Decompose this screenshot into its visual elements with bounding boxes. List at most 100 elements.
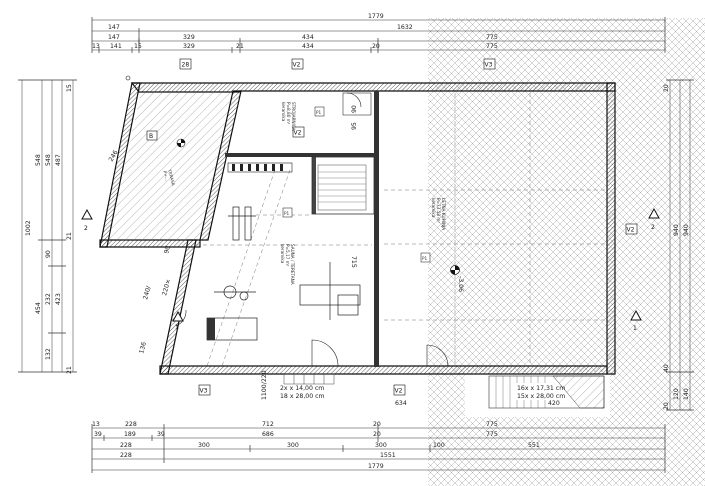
top-dim-r3-3: 775 — [486, 34, 498, 41]
room-tag-box-gym — [282, 207, 293, 218]
svg-text:STROJARNICA: STROJARNICA — [291, 102, 296, 131]
svg-text:SAUNA / TERETANA: SAUNA / TERETANA — [290, 244, 295, 285]
sheet-tag-3: V2 — [294, 130, 302, 137]
bot-dim-r5-0: 1779 — [368, 463, 384, 470]
left-dim-b1: 454 — [35, 302, 42, 314]
sauna-stair — [317, 164, 367, 211]
room-label-machine-room: STROJARNICA P=8,80 m² keramika — [281, 102, 296, 131]
svg-text:2: 2 — [84, 225, 88, 232]
bot-dim-r1-2: 712 — [262, 421, 274, 428]
svg-text:TERASA: TERASA — [167, 168, 176, 186]
svg-text:P=8,80 m²: P=8,80 m² — [286, 102, 291, 125]
room-tag-box-kitchen — [420, 252, 431, 263]
sheet-tag-1: V2 — [293, 62, 301, 69]
right-dimension-lines: 940 140 940 120 20 40 20 — [663, 79, 694, 411]
bottom-dimension-lines: 13 228 712 20 775 39 189 39 686 20 775 2… — [91, 421, 666, 473]
svg-text:1: 1 — [633, 325, 637, 332]
squat-rack-icon — [299, 262, 361, 320]
svg-text:LETNA KUHINJA: LETNA KUHINJA — [441, 198, 446, 230]
cable-machine-icon — [214, 285, 256, 301]
top-dim-r3-0: 147 — [108, 34, 120, 41]
top-dim-r4-2: 15 — [134, 43, 142, 50]
top-dimension-lines: 1779 147 1632 147 329 434 775 13 141 15 … — [91, 13, 666, 53]
svg-text:16x x 17,31 cm: 16x x 17,31 cm — [517, 385, 565, 392]
bot-dim-r3-1: 300 — [198, 442, 210, 449]
right-dim-b0: 940 — [673, 224, 680, 236]
sheet-tag-6: V2 — [627, 227, 635, 234]
bot-dim-r2-4: 20 — [373, 431, 381, 438]
dim-246: 246 — [108, 149, 120, 163]
right-dim-c0: 20 — [663, 84, 670, 92]
section-marker-left-1: 1 — [172, 310, 184, 331]
bot-dim-r3-5: 551 — [528, 442, 540, 449]
section-marker-right-1: 1 — [630, 309, 642, 332]
room-tag-gym: P1 — [284, 211, 290, 216]
section-marker-right-2: 2 — [648, 207, 660, 231]
svg-text:P=...: P=... — [162, 170, 169, 181]
gym-bench-icon — [228, 206, 256, 241]
left-dim-d1: 423 — [55, 293, 62, 305]
bot-dim-r2-5: 775 — [486, 431, 498, 438]
left-dim-e0: 15 — [66, 84, 73, 92]
entry-stair — [283, 373, 335, 385]
svg-text:keramika: keramika — [280, 244, 285, 264]
bot-dim-r4-0: 228 — [120, 452, 132, 459]
top-dim-r4-0: 13 — [92, 43, 100, 50]
bot-dim-r4-1: 1551 — [380, 452, 396, 459]
interior-walls — [225, 91, 379, 367]
svg-text:keramika: keramika — [281, 102, 286, 122]
svg-text:P=73,58 m²: P=73,58 m² — [436, 198, 441, 223]
room-tag-kitchen: P1 — [422, 256, 428, 261]
right-dim-b1: 120 — [673, 388, 680, 400]
left-dim-c0: 548 — [45, 154, 52, 166]
top-dim-r3-2: 434 — [302, 34, 314, 41]
stair-note-ext: 16x x 17,31 cm 15x x 28,00 cm — [515, 383, 565, 400]
top-dim-r4-5: 434 — [302, 43, 314, 50]
dim-240: 240/ — [142, 284, 153, 300]
bot-dim-r1-0: 13 — [92, 421, 100, 428]
bot-dim-r2-1: 189 — [124, 431, 136, 438]
room-label-terrace: TERASA P=... — [162, 168, 176, 186]
left-dim-c3: 132 — [45, 348, 52, 360]
left-dim-b0: 548 — [35, 154, 42, 166]
building-walls — [99, 82, 616, 375]
top-dim-r2-0: 147 — [108, 24, 120, 31]
dim-220: 220× — [161, 278, 172, 296]
left-dim-e2: 21 — [66, 366, 73, 374]
section-marker-left-2: 2 — [81, 208, 93, 232]
terrace-tag: B — [149, 133, 153, 140]
svg-text:1: 1 — [175, 324, 179, 331]
bot-dim-r1-1: 228 — [125, 421, 137, 428]
svg-text:2x x 14,00 cm: 2x x 14,00 cm — [280, 385, 324, 392]
left-dim-c1: 90 — [45, 250, 52, 258]
stair-note-main: 2x x 14,00 cm 18 x 28,00 cm — [280, 385, 325, 400]
top-dim-r1-0: 1779 — [368, 13, 384, 20]
svg-text:keramika: keramika — [431, 198, 436, 218]
room-tag-machine: P1 — [316, 110, 322, 115]
dim-420: 420 — [548, 400, 560, 407]
dim-95: 95 — [351, 122, 358, 130]
elevation-label: -3.06 — [457, 276, 464, 292]
kitchen-grid — [384, 93, 606, 365]
bot-dim-r1-3: 20 — [373, 421, 381, 428]
left-dim-a0: 1002 — [25, 220, 32, 236]
top-dim-r4-6: 20 — [372, 43, 380, 50]
right-dim-c2: 20 — [663, 402, 670, 410]
top-dim-r2-1: 1632 — [397, 24, 413, 31]
dim-634: 634 — [395, 400, 407, 407]
bot-dim-r2-0: 39 — [94, 431, 102, 438]
left-dim-d0: 487 — [55, 154, 62, 166]
bot-dim-r2-2: 39 — [157, 431, 165, 438]
room-label-summer-kitchen: LETNA KUHINJA P=73,58 m² keramika — [431, 198, 446, 230]
room-label-sauna-gym: SAUNA / TERETANA P=5,17 m² keramika — [280, 244, 295, 285]
gym-dash-lines — [196, 169, 372, 367]
top-dim-r4-7: 775 — [486, 43, 498, 50]
dim-136: 136 — [138, 341, 148, 354]
bot-dim-r3-2: 300 — [287, 442, 299, 449]
svg-text:18 x 28,00 cm: 18 x 28,00 cm — [280, 393, 325, 400]
sheet-tag-4: V3 — [200, 388, 208, 395]
door-arcs — [175, 92, 449, 367]
origin-marker — [125, 75, 131, 81]
left-dim-e1: 21 — [66, 232, 73, 240]
